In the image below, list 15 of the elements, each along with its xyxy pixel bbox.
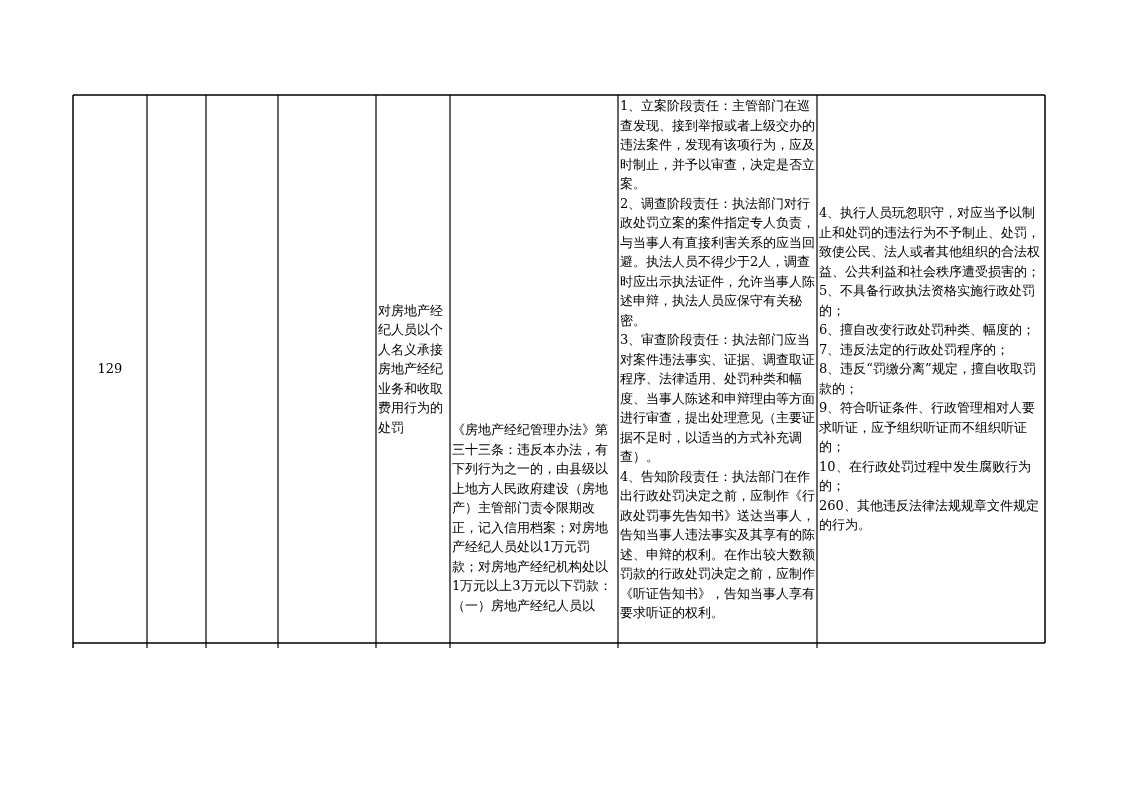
cell-text: 对房地产经纪人员以个人名义承接房地产经纪业务和收取费用行为的处罚 [378, 301, 444, 437]
cell-text: 5、不具备行政执法资格实施行政处罚的； [819, 282, 1037, 320]
cell-text: 6、擅自改变行政处罚种类、幅度的； [819, 321, 1037, 340]
cell-text: 7、违反法定的行政处罚程序的； [819, 340, 1011, 359]
cell-text: 3、审查阶段责任：执法部门应当对案件违法事实、证据、调查取证程序、法律适用、处罚种类和幅度、当事人陈述和申辩理由等方面进行审查，提出处理意见（主要证据不足时，以适当的方式补充调查）。 [620, 331, 815, 466]
cell-text: 8、违反“罚缴分离”规定，擅自收取罚款的； [819, 360, 1037, 398]
cell-text: 260、其他违反法律法规规章文件规定的行为。 [819, 496, 1040, 535]
row-number: 129 [96, 360, 124, 379]
cell-text: 4、告知阶段责任：执法部门在作出行政处罚决定之前，应制作《行政处罚事先告知书》送达当事人，告知当事人违法事实及其享有的陈述、申辩的权利。在作出较大数额罚款的行政处罚决定之前，应制作《听证告知书》，告知当事人享有要求听证的权利。 [620, 467, 815, 622]
cell-text: 《房地产经纪管理办法》第三十三条：违反本办法，有下列行为之一的，由县级以上地方人民政府建设（房地产）主管部门责令限期改正，记入信用档案；对房地产经纪人员处以1万元罚款；对房地产经纪机构处以1万元以上3万元以下罚款：（一）房地产经纪人员以 [452, 421, 613, 615]
cell-text: 4、执行人员玩忽职守，对应当予以制止和处罚的违法行为不予制止、处罚，致使公民、法人或者其他组织的合法权益、公共利益和社会秩序遭受损害的； [819, 204, 1041, 281]
cell-text: 1、立案阶段责任：主管部门在巡查发现、接到举报或者上级交办的违法案件，发现有该项行为，应及时制止，并予以审查，决定是否立案。 [620, 97, 815, 193]
cell-text: 2、调查阶段责任：执法部门对行政处罚立案的案件指定专人负责，与当事人有直接利害关系的应当回避。执法人员不得少于2人，调查时应出示执法证件，允许当事人陈述申辩，执法人员应保守有关秘密。 [620, 194, 815, 330]
cell-text: 10、在行政处罚过程中发生腐败行为的； [819, 457, 1032, 496]
cell-text: 9、符合听证条件、行政管理相对人要求听证，应予组织听证而不组织听证的； [819, 399, 1037, 457]
